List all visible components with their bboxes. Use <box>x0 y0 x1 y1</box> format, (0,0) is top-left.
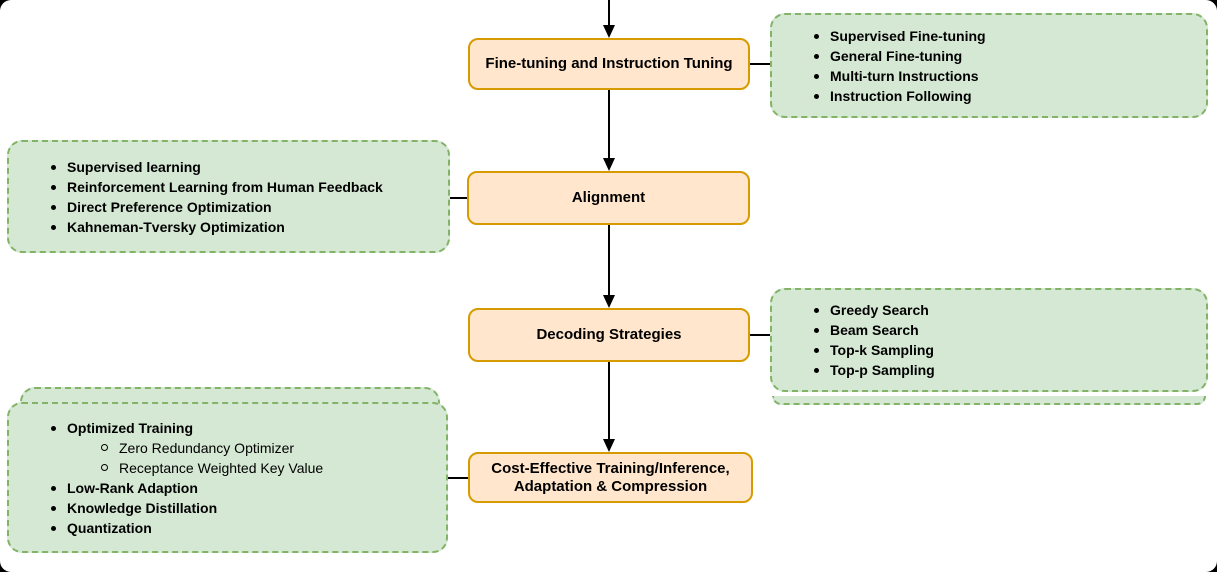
connector-decoding-to-cost <box>608 362 610 442</box>
connector-decoding-to-details <box>750 334 770 336</box>
bullet-item: Greedy Search <box>812 300 935 320</box>
flow-node-label: Fine-tuning and Instruction Tuning <box>485 55 733 72</box>
stacked-card-edge <box>772 396 1206 405</box>
arrow-down-icon <box>603 439 615 452</box>
connector-finetune-to-details <box>750 63 770 65</box>
bullet-item: Reinforcement Learning from Human Feedba… <box>49 177 383 197</box>
sub-bullet-item: Zero Redundancy Optimizer <box>101 438 323 458</box>
bullet-item: Supervised Fine-tuning <box>812 26 986 46</box>
bullet-item: Instruction Following <box>812 86 986 106</box>
bullet-item: General Fine-tuning <box>812 46 986 66</box>
arrow-down-icon <box>603 158 615 171</box>
connector-alignment-to-decoding <box>608 225 610 299</box>
connector-top-to-finetune <box>608 0 610 30</box>
arrow-down-icon <box>603 25 615 38</box>
bullet-item: Kahneman-Tversky Optimization <box>49 217 383 237</box>
bullet-item: Top-p Sampling <box>812 360 935 380</box>
flow-node-decoding: Decoding Strategies <box>468 308 750 362</box>
bullet-item: Knowledge Distillation <box>49 498 323 518</box>
flow-node-cost: Cost-Effective Training/Inference, Adapt… <box>468 452 753 503</box>
flow-node-label: Decoding Strategies <box>536 326 682 343</box>
flow-node-label: Alignment <box>571 189 646 206</box>
bullet-item: Direct Preference Optimization <box>49 197 383 217</box>
flow-node-alignment: Alignment <box>467 171 750 225</box>
sub-bullet-item: Receptance Weighted Key Value <box>101 458 323 478</box>
connector-details-to-alignment <box>450 197 468 199</box>
bullet-item: Quantization <box>49 518 323 538</box>
bullet-item: Multi-turn Instructions <box>812 66 986 86</box>
flow-node-label: Cost-Effective Training/Inference, Adapt… <box>491 459 730 495</box>
connector-details-to-cost <box>448 477 469 479</box>
bullet-item: Low-Rank Adaption <box>49 478 323 498</box>
bullet-item: Optimized Training <box>49 418 323 438</box>
arrow-down-icon <box>603 295 615 308</box>
bullet-item: Beam Search <box>812 320 935 340</box>
bullet-item: Top-k Sampling <box>812 340 935 360</box>
connector-finetune-to-alignment <box>608 90 610 162</box>
bullet-item: Supervised learning <box>49 157 383 177</box>
flow-node-finetune: Fine-tuning and Instruction Tuning <box>468 38 750 90</box>
